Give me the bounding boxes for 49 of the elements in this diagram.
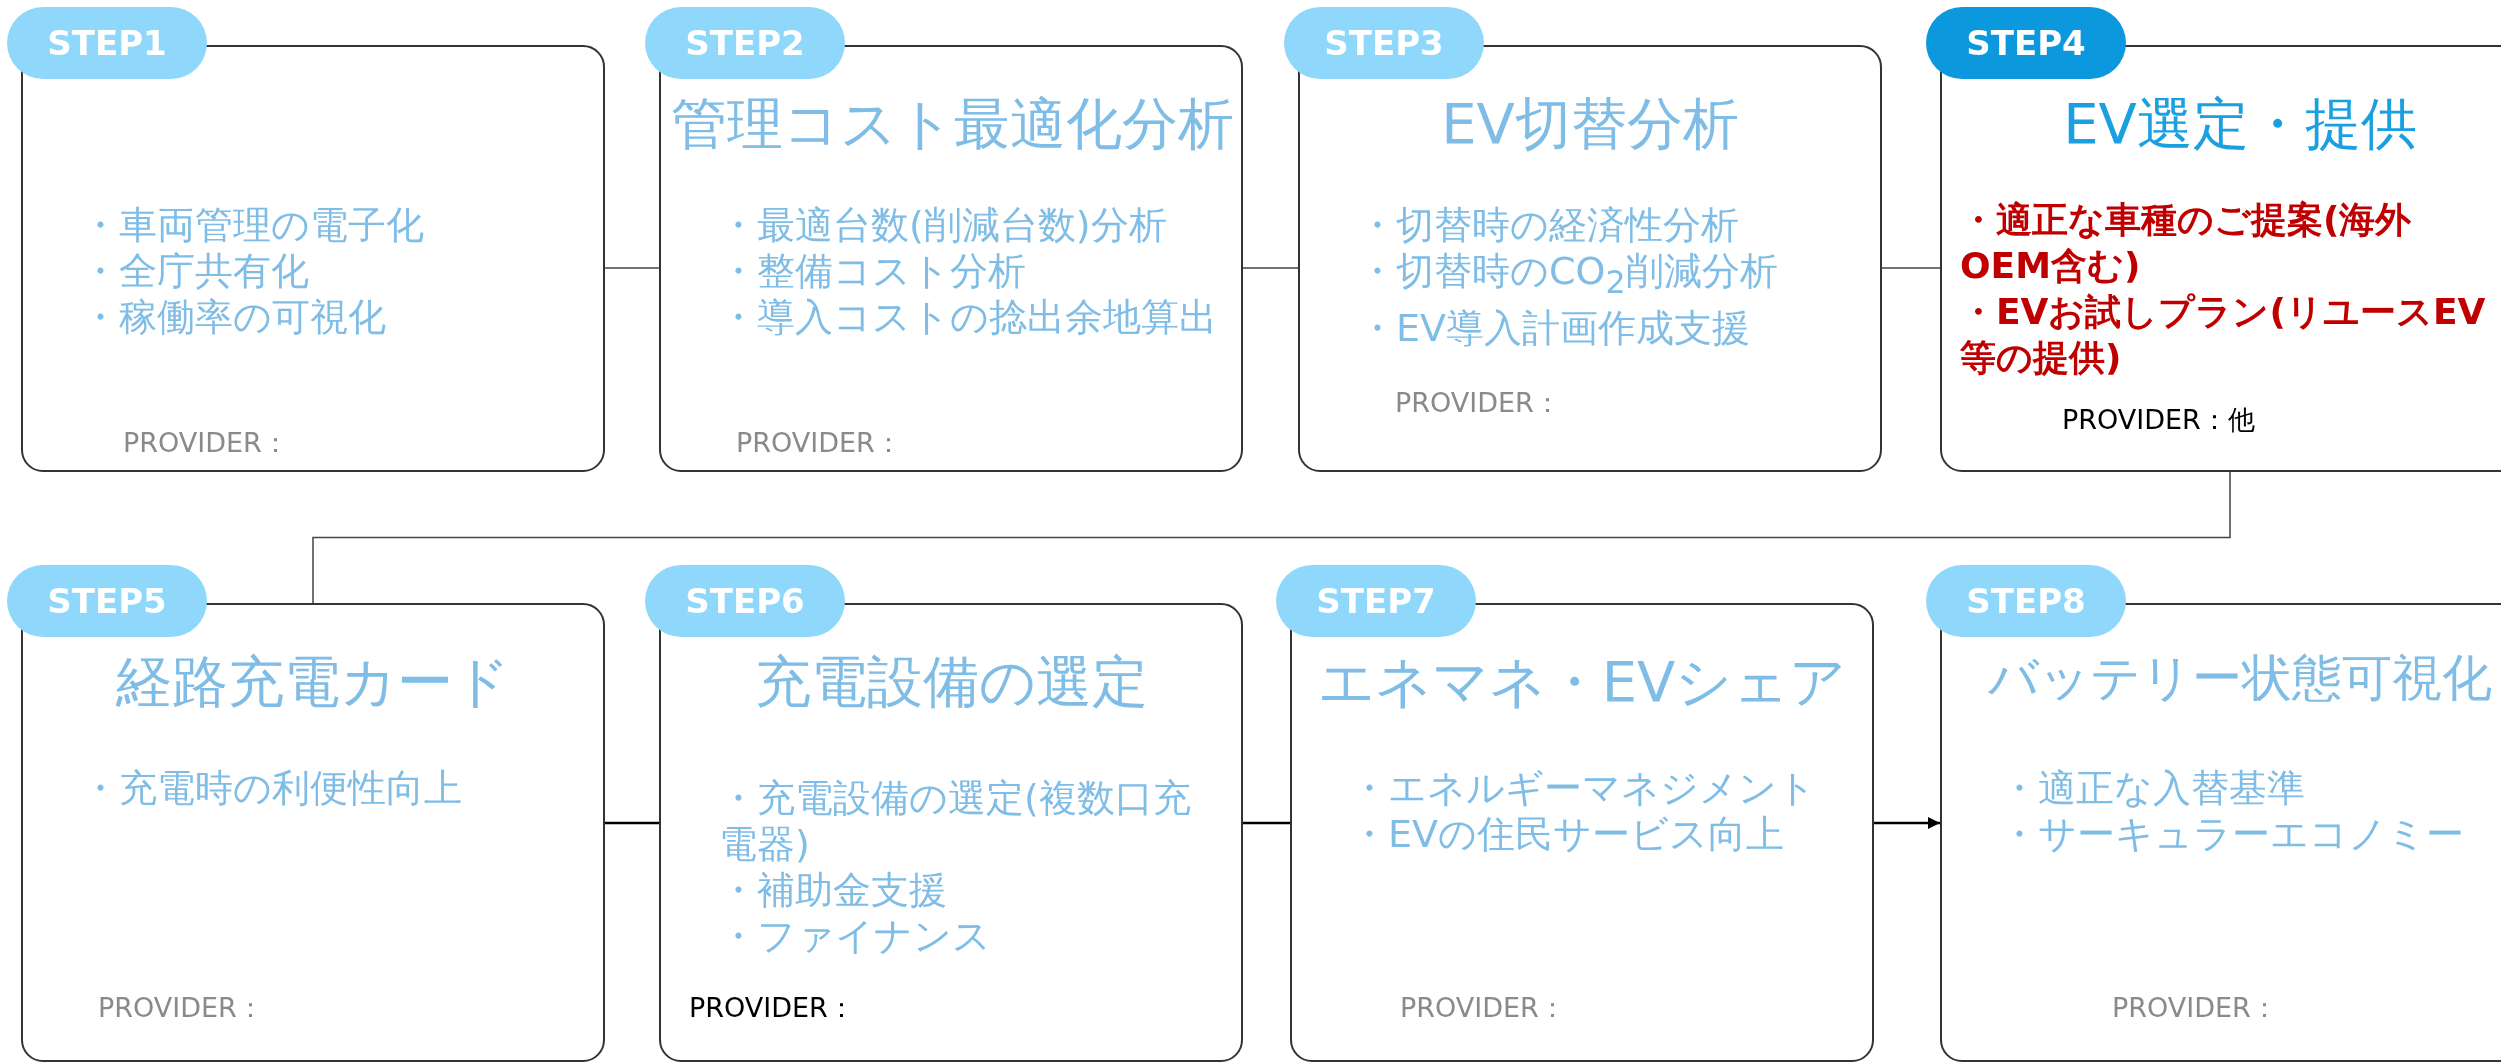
step-tab: STEP3 bbox=[1284, 7, 1484, 79]
step-tab: STEP7 bbox=[1276, 565, 1476, 637]
bullet-item: ・サーキュラーエコノミー bbox=[2000, 811, 2465, 857]
card-title: EV切替分析 bbox=[1440, 90, 1740, 158]
bullet-item: ・最適台数(削減台数)分析 bbox=[719, 202, 1168, 248]
card-title: EV選定・提供 bbox=[2062, 90, 2418, 158]
connector-line bbox=[312, 471, 2231, 604]
provider-label: PROVIDER： bbox=[98, 991, 264, 1025]
bullet-item: ・充電設備の選定(複数口充電器) bbox=[719, 775, 1192, 867]
bullet-item: ・全庁共有化 bbox=[81, 248, 310, 294]
bullet-item: ・充電時の利便性向上 bbox=[81, 765, 463, 811]
card-title: 経路充電カード bbox=[115, 648, 511, 716]
bullet-item: ・適正な車種のご提案(海外OEM含む) bbox=[1960, 198, 2413, 288]
step-tab: STEP1 bbox=[7, 7, 207, 79]
provider-label: PROVIDER： bbox=[1400, 991, 1566, 1025]
connector-line bbox=[1881, 267, 1941, 269]
bullet-item: ・整備コスト分析 bbox=[719, 248, 1027, 294]
step-tab: STEP5 bbox=[7, 565, 207, 637]
step-tab: STEP2 bbox=[645, 7, 845, 79]
provider-label: PROVIDER： bbox=[123, 426, 289, 460]
provider-label: PROVIDER： bbox=[2112, 991, 2278, 1025]
connector-line bbox=[1242, 267, 1299, 269]
bullet-item: ・稼働率の可視化 bbox=[81, 294, 387, 340]
connector-line bbox=[605, 821, 659, 825]
card-title: 管理コスト最適化分析 bbox=[671, 90, 1231, 158]
card-title: 充電設備の選定 bbox=[753, 648, 1149, 716]
provider-label: PROVIDER： bbox=[1395, 386, 1561, 420]
card-title: バッテリー状態可視化 bbox=[1987, 648, 2493, 709]
card-title: エネマネ・EVシェア bbox=[1316, 648, 1848, 716]
bullet-item: ・EVお試しプラン(リユースEV等の提供) bbox=[1960, 290, 2487, 380]
step-tab: STEP8 bbox=[1926, 565, 2126, 637]
provider-label: PROVIDER： bbox=[736, 426, 902, 460]
bullet-item: ・切替時のCO$_{2}$削減分析 bbox=[1358, 248, 1779, 302]
provider-label: PROVIDER：他 bbox=[2062, 403, 2255, 437]
bullet-item: ・補助金支援 bbox=[719, 867, 948, 913]
bullet-item: ・適正な入替基準 bbox=[2000, 765, 2306, 811]
step-tab: STEP4 bbox=[1926, 7, 2126, 79]
provider-label: PROVIDER： bbox=[689, 991, 855, 1025]
bullet-item: ・EV導入計画作成支援 bbox=[1358, 304, 1751, 351]
bullet-item: ・導入コストの捻出余地算出 bbox=[719, 294, 1218, 340]
arrow bbox=[1874, 816, 1940, 830]
bullet-item: ・切替時の経済性分析 bbox=[1358, 202, 1740, 248]
step-tab: STEP6 bbox=[645, 565, 845, 637]
bullet-item: ・EVの住民サービス向上 bbox=[1350, 811, 1785, 857]
bullet-item: ・エネルギーマネジメント bbox=[1350, 765, 1817, 811]
bullet-item: ・ファイナンス bbox=[719, 913, 992, 959]
connector-line bbox=[604, 267, 660, 269]
connector-line bbox=[1243, 821, 1290, 825]
bullet-item: ・車両管理の電子化 bbox=[81, 202, 425, 248]
